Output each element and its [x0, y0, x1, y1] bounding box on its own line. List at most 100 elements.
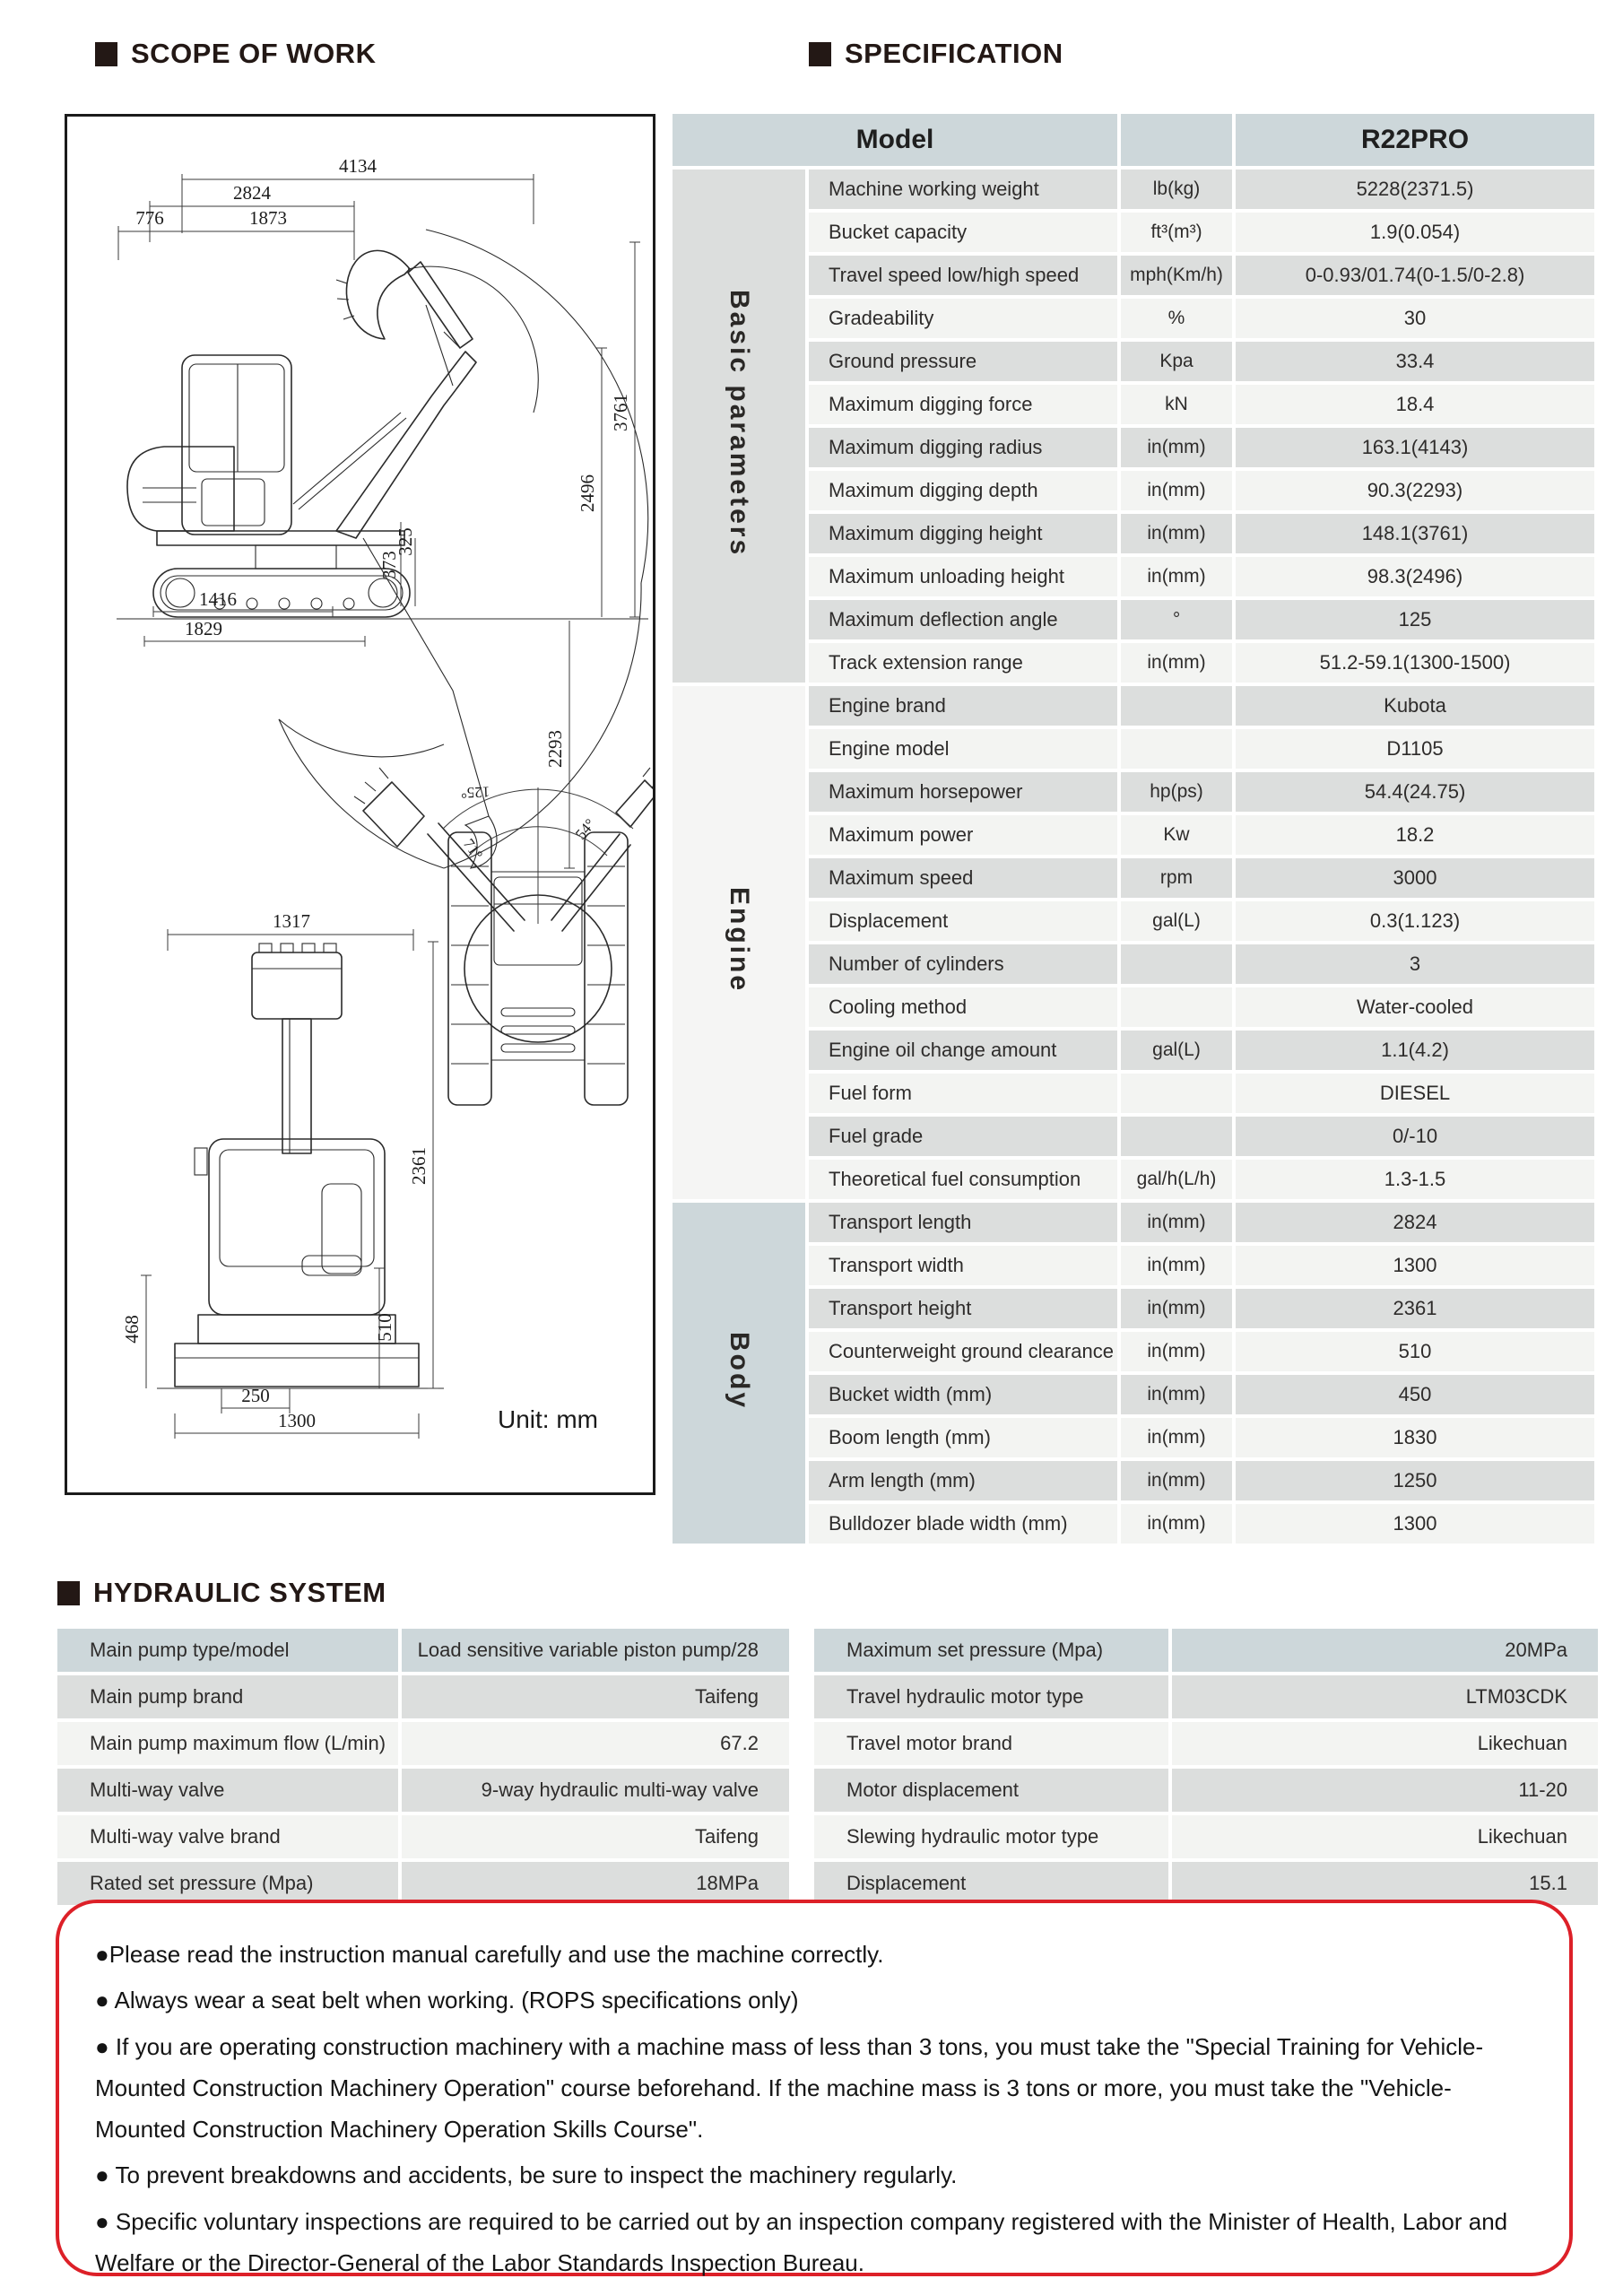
spec-section-label: Body: [725, 1331, 754, 1410]
specification-heading-label: SPECIFICATION: [845, 38, 1063, 69]
spec-row-unit: [1121, 987, 1233, 1027]
spec-row-label: Machine working weight: [809, 170, 1118, 209]
spec-row-value: 125: [1236, 600, 1595, 639]
side-view-dimensions: 4134 2824 776 1873 3761 2496 2293 373 32…: [117, 155, 640, 869]
spec-row-label: Transport length: [809, 1203, 1118, 1242]
hydraulic-row-value: LTM03CDK: [1172, 1675, 1598, 1718]
spec-row-label: Counterweight ground clearance: [809, 1332, 1118, 1371]
hydraulic-system-heading-label: HYDRAULIC SYSTEM: [93, 1577, 386, 1608]
spec-row-unit: in(mm): [1121, 471, 1233, 510]
spec-table-row: Arm length (mm)in(mm)1250: [673, 1461, 1595, 1500]
spec-row-unit: in(mm): [1121, 1375, 1233, 1414]
spec-row-unit: hp(ps): [1121, 772, 1233, 812]
hydraulic-row-label: Multi-way valve brand: [57, 1815, 398, 1858]
spec-row-value: 98.3(2496): [1236, 557, 1595, 596]
safety-note-item: ● If you are operating construction mach…: [95, 2032, 1484, 2144]
spec-row-value: 2361: [1236, 1289, 1595, 1328]
spec-row-unit: in(mm): [1121, 557, 1233, 596]
hydraulic-row-value: 20MPa: [1172, 1629, 1598, 1672]
spec-row-unit: in(mm): [1121, 1332, 1233, 1371]
hydraulic-row-value: 15.1: [1172, 1862, 1598, 1905]
spec-section-cell: Engine: [673, 686, 805, 1199]
spec-table-row: Fuel grade 0/-10: [673, 1117, 1595, 1156]
spec-table-row: Boom length (mm)in(mm)1830: [673, 1418, 1595, 1457]
spec-row-label: Engine brand: [809, 686, 1118, 726]
spec-row-label: Boom length (mm): [809, 1418, 1118, 1457]
dim-2824: 2824: [233, 182, 272, 204]
spec-row-value: D1105: [1236, 729, 1595, 769]
spec-header-spacer-cell: [1121, 114, 1233, 166]
model-header-cell: Model: [673, 114, 1118, 166]
spec-row-label: Engine oil change amount: [809, 1031, 1118, 1070]
spec-row-label: Ground pressure: [809, 342, 1118, 381]
spec-row-label: Number of cylinders: [809, 944, 1118, 984]
dim-1300: 1300: [278, 1410, 316, 1431]
spec-row-label: Displacement: [809, 901, 1118, 941]
hydraulic-row-label: Motor displacement: [814, 1769, 1168, 1812]
hydraulic-row-label: Main pump maximum flow (L/min): [57, 1722, 398, 1765]
spec-row-value: DIESEL: [1236, 1074, 1595, 1113]
model-value-cell: R22PRO: [1236, 114, 1595, 166]
spec-row-unit: [1121, 1117, 1233, 1156]
dim-373: 373: [378, 551, 400, 579]
dim-1873: 1873: [249, 207, 287, 229]
spec-row-value: 90.3(2293): [1236, 471, 1595, 510]
dim-3761: 3761: [610, 394, 631, 431]
hydraulic-row-value: Taifeng: [402, 1815, 789, 1858]
spec-row-unit: [1121, 1074, 1233, 1113]
spec-row-value: 1300: [1236, 1246, 1595, 1285]
hydraulic-row-value: 18MPa: [402, 1862, 789, 1905]
spec-row-label: Bulldozer blade width (mm): [809, 1504, 1118, 1544]
safety-note-item: ● Specific voluntary inspections are req…: [95, 2207, 1508, 2276]
dim-1317: 1317: [273, 910, 310, 932]
spec-row-unit: %: [1121, 299, 1233, 338]
front-view-dimensions: 1317 2361 468 510 250 1300: [121, 910, 438, 1439]
spec-section-label: Engine: [725, 886, 754, 993]
spec-row-label: Transport height: [809, 1289, 1118, 1328]
spec-row-unit: lb(kg): [1121, 170, 1233, 209]
spec-row-label: Fuel grade: [809, 1117, 1118, 1156]
spec-table-row: Bucket width (mm)in(mm)450: [673, 1375, 1595, 1414]
angle-54: 54°: [572, 815, 599, 842]
spec-section-cell: Body: [673, 1203, 805, 1544]
spec-row-value: 1830: [1236, 1418, 1595, 1457]
spec-row-value: 18.4: [1236, 385, 1595, 424]
spec-row-unit: in(mm): [1121, 1461, 1233, 1500]
spec-row-unit: in(mm): [1121, 428, 1233, 467]
scope-of-work-heading: SCOPE OF WORK: [95, 38, 376, 70]
spec-header-row: Model R22PRO: [673, 114, 1595, 166]
heading-square-icon: [809, 41, 831, 66]
heading-square-icon: [57, 1580, 80, 1605]
spec-row-unit: °: [1121, 600, 1233, 639]
spec-row-label: Travel speed low/high speed: [809, 256, 1118, 295]
dim-1416: 1416: [199, 588, 237, 610]
spec-row-label: Maximum digging height: [809, 514, 1118, 553]
spec-row-unit: in(mm): [1121, 643, 1233, 683]
spec-row-unit: ft³(m³): [1121, 213, 1233, 252]
spec-row-value: 3: [1236, 944, 1595, 984]
dim-1829: 1829: [185, 618, 222, 639]
spec-row-label: Gradeability: [809, 299, 1118, 338]
spec-row-value: 3000: [1236, 858, 1595, 898]
spec-row-value: 1300: [1236, 1504, 1595, 1544]
spec-row-value: 1.3-1.5: [1236, 1160, 1595, 1199]
spec-row-label: Maximum digging radius: [809, 428, 1118, 467]
angle-71: 71°: [460, 836, 486, 863]
spec-row-value: 0/-10: [1236, 1117, 1595, 1156]
dim-4134: 4134: [339, 155, 378, 177]
